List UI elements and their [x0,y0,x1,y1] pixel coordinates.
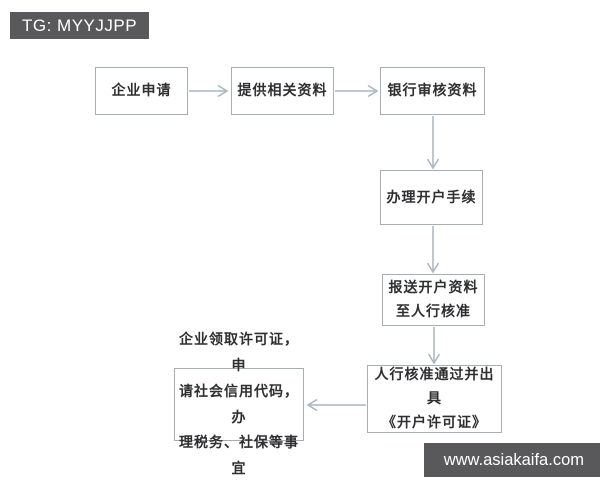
arrow-right-apply-to-provide [189,84,229,98]
node-enterprise-receive: 企业领取许可证，申 请社会信用代码，办 理税务、社保等事宜 [174,331,304,476]
telegram-watermark-badge: TG: MYYJJPP [10,12,150,39]
arrow-left-approval-to-receive [306,398,366,412]
node-submit-to-pboc: 报送开户资料 至人行核准 [382,274,485,326]
node-enterprise-apply: 企业申请 [95,67,188,115]
node-provide-materials: 提供相关资料 [231,67,334,115]
node-account-opening: 办理开户手续 [380,170,483,225]
arrow-down-review-to-opening [426,116,440,170]
arrow-down-submit-to-approval [427,327,441,365]
node-pboc-approval: 人行核准通过并出具 《开户许可证》 [367,365,502,433]
arrow-down-opening-to-submit [426,226,440,274]
website-watermark-badge: www.asiakaifa.com [423,443,600,477]
arrow-right-provide-to-review [335,84,379,98]
node-bank-review: 银行审核资料 [380,67,485,115]
